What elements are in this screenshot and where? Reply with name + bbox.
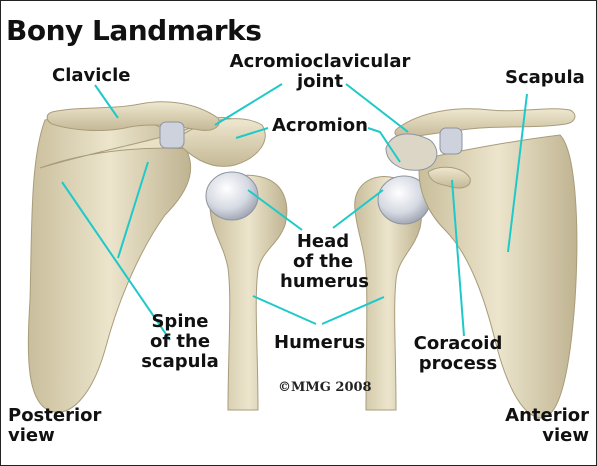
label-spine-line1: Spine xyxy=(135,312,225,332)
humerus-leader-left xyxy=(253,296,316,324)
label-coracoid-line2: process xyxy=(410,354,506,374)
label-ac-joint-line2: joint xyxy=(222,72,418,92)
left-ac-cartilage xyxy=(160,122,184,148)
right-clavicle xyxy=(395,109,575,138)
label-anterior-line1: Anterior xyxy=(505,406,589,426)
label-posterior-line1: Posterior xyxy=(8,406,101,426)
label-coracoid-line1: Coracoid xyxy=(410,334,506,354)
label-scapula: Scapula xyxy=(505,68,585,88)
label-head-of-humerus: Head of the humerus xyxy=(280,232,366,292)
label-spine-line3: scapula xyxy=(135,352,225,372)
label-posterior-line2: view xyxy=(8,426,101,446)
label-clavicle: Clavicle xyxy=(52,66,130,86)
left-humeral-head xyxy=(206,172,258,220)
label-coracoid-process: Coracoid process xyxy=(410,334,506,374)
label-posterior-view: Posterior view xyxy=(8,406,101,446)
label-spine-of-scapula: Spine of the scapula xyxy=(135,312,225,372)
label-acromion: Acromion xyxy=(272,116,368,136)
label-spine-line2: of the xyxy=(135,332,225,352)
right-ac-cartilage xyxy=(440,128,462,154)
label-head-line2: of the xyxy=(280,252,366,272)
label-humerus: Humerus xyxy=(274,333,365,353)
label-ac-joint: Acromioclavicular joint xyxy=(222,52,418,92)
left-clavicle xyxy=(47,102,219,131)
label-anterior-line2: view xyxy=(505,426,589,446)
label-ac-joint-line1: Acromioclavicular xyxy=(222,52,418,72)
figure-title: Bony Landmarks xyxy=(6,14,261,47)
label-head-line3: humerus xyxy=(280,272,366,292)
copyright-notice: ©MMG 2008 xyxy=(278,380,372,395)
label-head-line1: Head xyxy=(280,232,366,252)
label-anterior-view: Anterior view xyxy=(505,406,589,446)
